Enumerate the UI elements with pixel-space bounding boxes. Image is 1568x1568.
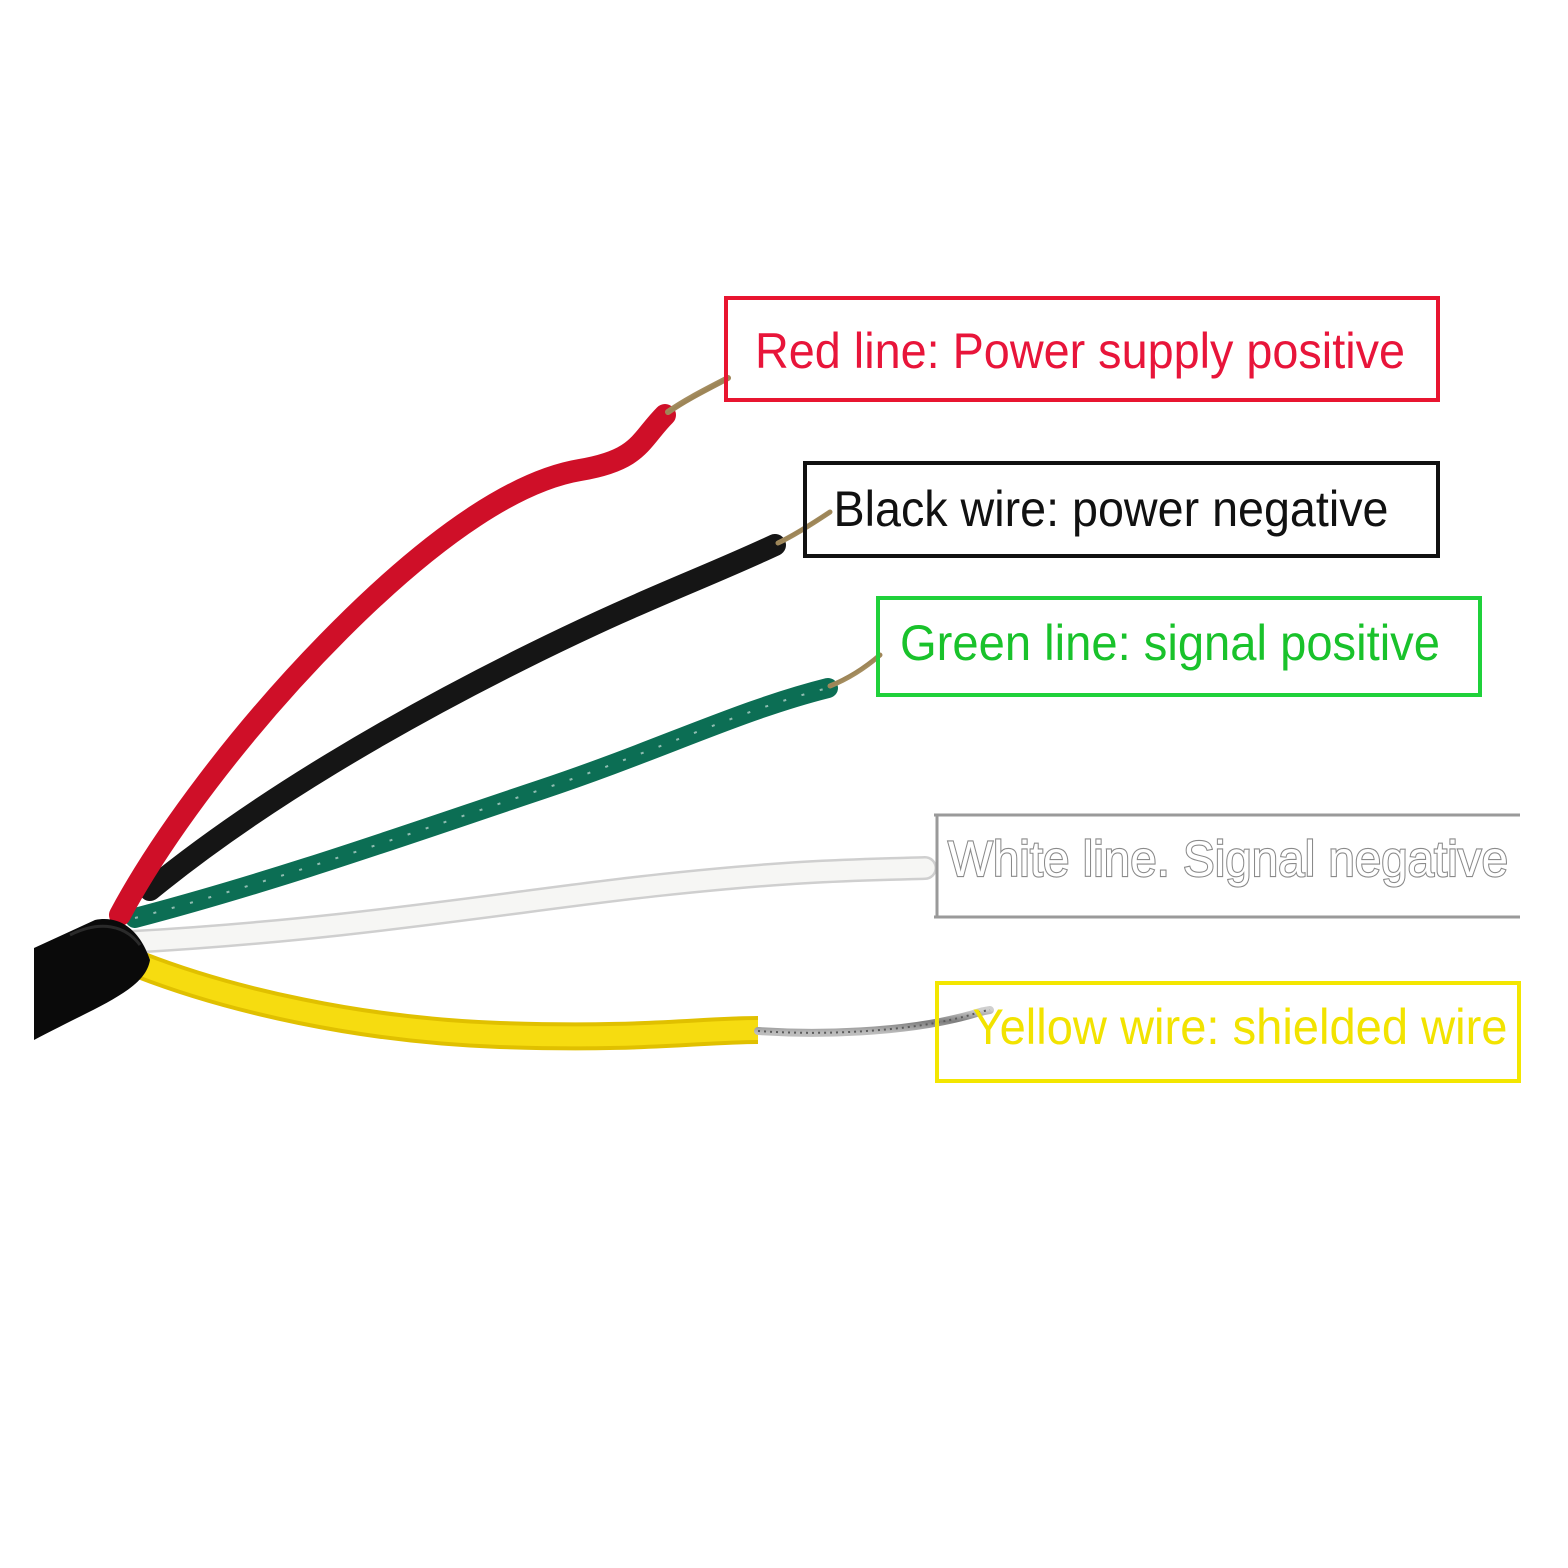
yellow-label: Yellow wire: shielded wire: [935, 981, 1521, 1083]
black-label: Black wire: power negative: [803, 461, 1440, 558]
red-label-text: Red line: Power supply positive: [755, 323, 1405, 379]
white-label: White line. Signal negative: [934, 813, 1520, 919]
green-label: Green line: signal positive: [876, 596, 1482, 697]
cable-sheath: [34, 919, 150, 1040]
green-label-text: Green line: signal positive: [900, 615, 1440, 671]
black-label-text: Black wire: power negative: [834, 481, 1389, 537]
red-copper-tip: [665, 375, 731, 415]
green-copper-tip: [827, 652, 883, 689]
black-wire: [139, 534, 786, 901]
green-wire: [125, 678, 838, 928]
shield-braid: [754, 1006, 994, 1037]
yellow-label-text: Yellow wire: shielded wire: [973, 999, 1508, 1055]
white-label-text: White line. Signal negative: [948, 831, 1508, 887]
white-wire-body: [120, 858, 935, 952]
red-wire: [109, 404, 676, 926]
red-label: Red line: Power supply positive: [724, 296, 1440, 402]
